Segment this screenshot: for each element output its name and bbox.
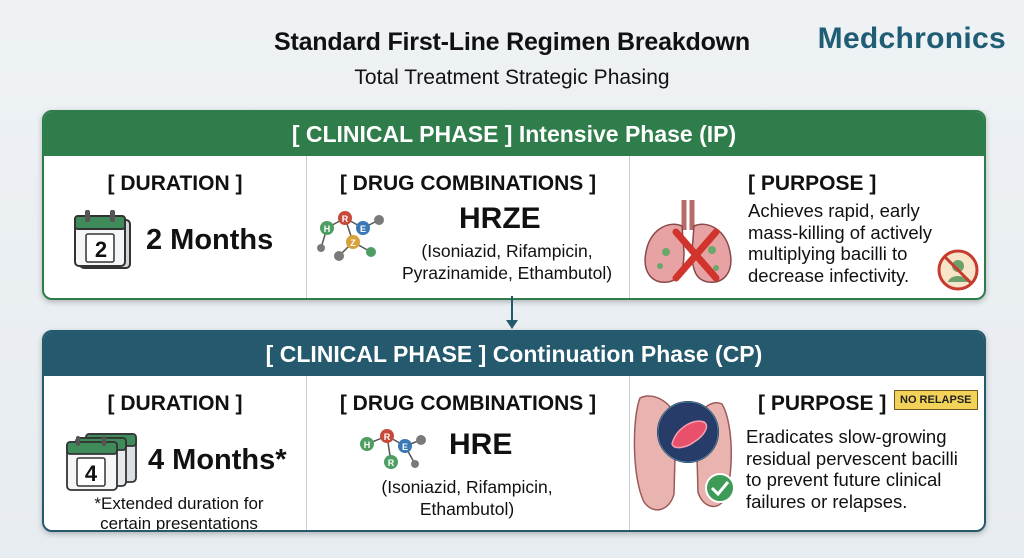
molecule-letter: R: [384, 432, 391, 442]
cp-duration-value: 4 Months*: [148, 444, 287, 476]
calendar-icon: 2: [72, 208, 134, 272]
cp-drug-code: HRE: [449, 428, 513, 461]
molecule-letter: R: [342, 214, 349, 224]
cp-duration-heading: [ DURATION ]: [107, 392, 243, 415]
page-title: Standard First-Line Regimen Breakdown: [273, 28, 750, 56]
ip-duration-heading: [ DURATION ]: [107, 172, 243, 195]
header: Standard First-Line Regimen Breakdown To…: [0, 0, 1024, 110]
flow-arrow: [505, 296, 519, 335]
cp-note-line: certain presentations: [100, 514, 258, 532]
continuation-phase-banner: [ CLINICAL PHASE ] Continuation Phase (C…: [44, 332, 984, 376]
cp-drug-column: [ DRUG COMBINATIONS ] H R E R: [306, 376, 630, 530]
page-subtitle: Total Treatment Strategic Phasing: [354, 66, 670, 89]
ip-duration-column: [ DURATION ] 2 2 Months: [44, 156, 306, 298]
molecule-letter: E: [402, 442, 408, 452]
intensive-phase-card: [ CLINICAL PHASE ] Intensive Phase (IP) …: [42, 110, 986, 300]
brand-logo: Medchronics: [817, 22, 1006, 55]
cp-purpose-line: Eradicates slow-growing: [746, 426, 947, 447]
ip-drug-heading: [ DRUG COMBINATIONS ]: [339, 172, 597, 195]
cp-note-line: *Extended duration for: [94, 494, 264, 513]
ip-purpose-line: decrease infectivity.: [748, 264, 910, 286]
molecule-letter: Z: [350, 238, 356, 248]
no-relapse-badge: NO RELAPSE: [894, 390, 978, 410]
ip-drug-column: [ DRUG COMBINATIONS ] H R E: [306, 156, 630, 298]
molecule-letter: H: [364, 440, 371, 450]
ip-purpose-line: mass-killing of actively: [748, 221, 933, 243]
calendar-stack-icon: 4: [64, 426, 140, 492]
molecule-icon: H R E R: [357, 424, 433, 479]
molecule-letter: R: [388, 458, 395, 468]
ip-drug-code: HRZE: [459, 202, 541, 235]
molecule-icon: H R E Z: [315, 206, 389, 275]
ip-purpose-text: Achieves rapid, early mass-killing of ac…: [748, 200, 932, 286]
cp-drug-heading: [ DRUG COMBINATIONS ]: [339, 392, 597, 415]
cp-drug-names-line: (Isoniazid, Rifampicin,: [381, 477, 553, 497]
cp-duration-column: [ DURATION ] 4 4 Months* *Extended durat: [44, 376, 306, 530]
cp-purpose-text: Eradicates slow-growing residual pervesc…: [746, 426, 958, 512]
cp-drug-names: (Isoniazid, Rifampicin, Ethambutol): [347, 476, 587, 520]
intensive-phase-banner: [ CLINICAL PHASE ] Intensive Phase (IP): [44, 112, 984, 156]
cp-purpose-line: residual pervescent bacilli: [746, 447, 958, 469]
ip-drug-names-line: Pyrazinamide, Ethambutol): [401, 263, 613, 283]
cp-purpose-line: to prevent future clinical: [746, 469, 942, 490]
ip-purpose-line: Achieves rapid, early: [748, 200, 920, 221]
molecule-letter: H: [324, 224, 331, 234]
ip-drug-names: (Isoniazid, Rifampicin, Pyrazinamide, Et…: [387, 240, 627, 284]
cp-drug-names-line: Ethambutol): [419, 499, 515, 519]
cp-purpose-column: [ PURPOSE ] NO RELAPSE Eradicates slow-g…: [630, 376, 984, 530]
ip-drug-names-line: (Isoniazid, Rifampicin,: [421, 241, 593, 261]
cp-duration-note: *Extended duration for certain presentat…: [74, 494, 284, 532]
ip-calendar-number: 2: [94, 237, 108, 262]
ip-duration-value: 2 Months: [146, 224, 274, 256]
cp-calendar-number: 4: [84, 461, 98, 486]
cp-purpose-heading: [ PURPOSE ]: [758, 392, 887, 415]
molecule-letter: E: [360, 224, 366, 234]
ip-purpose-heading: [ PURPOSE ]: [748, 172, 877, 195]
continuation-phase-card: [ CLINICAL PHASE ] Continuation Phase (C…: [42, 330, 986, 532]
ip-purpose-column: [ PURPOSE ] Achieves rapid, early mass-k…: [630, 156, 984, 298]
no-spread-icon: [936, 248, 980, 297]
lungs-no-bacteria-icon: [638, 190, 738, 295]
lungs-bacillus-icon: [630, 378, 742, 529]
ip-purpose-line: multiplying bacilli to: [748, 243, 908, 264]
cp-purpose-line: failures or relapses.: [746, 490, 908, 512]
